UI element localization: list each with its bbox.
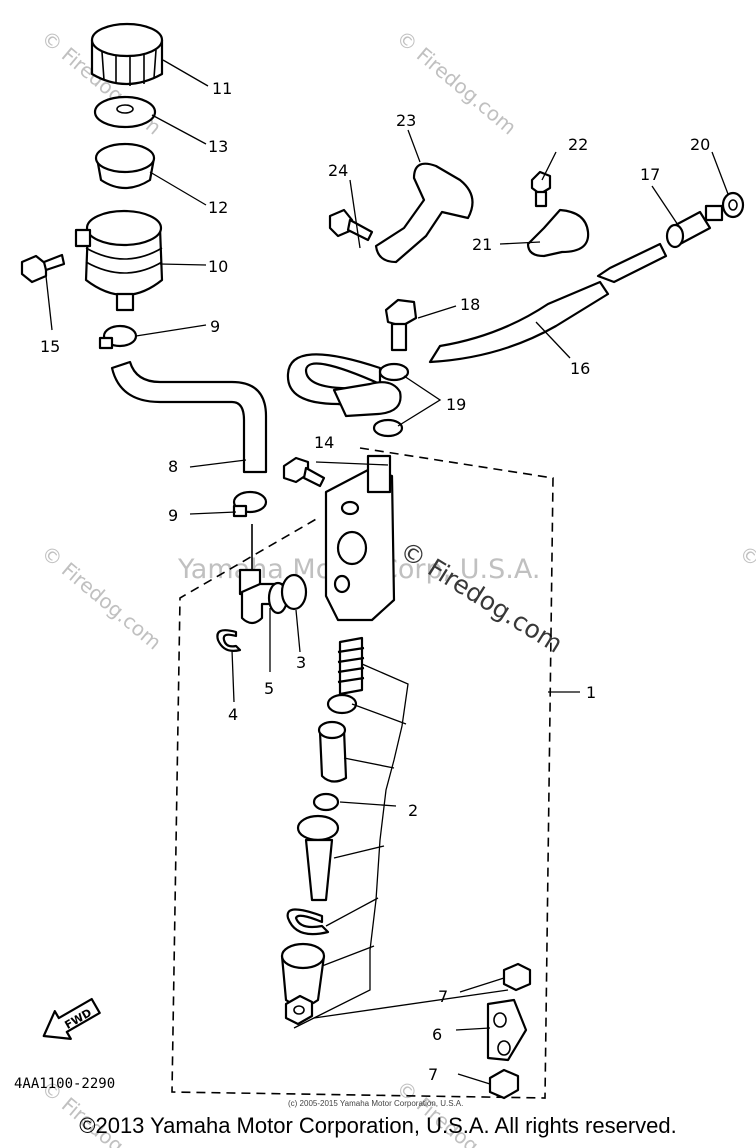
reservoir-tank (74, 209, 164, 312)
callout-2: 2 (408, 801, 418, 820)
callout-1: 1 (586, 683, 596, 702)
hose-guide (526, 208, 590, 258)
watermark-corner-mid-right: © Firedog.com (735, 540, 756, 654)
nut-7-lower (488, 1068, 520, 1100)
seal (312, 792, 340, 812)
callout-15: 15 (40, 337, 60, 356)
brake-hose (596, 242, 668, 284)
clevis (486, 998, 528, 1062)
bolt-24 (328, 208, 374, 242)
hose-clamp-upper (98, 324, 138, 350)
bracket (374, 162, 474, 264)
circlip-inner (286, 908, 330, 936)
leader-lines (45, 59, 729, 1085)
spring-seat (326, 693, 358, 715)
callout-19: 19 (446, 395, 466, 414)
fwd-arrow: FWD (42, 997, 101, 1040)
copper-washer-lower (372, 418, 404, 438)
callout-7b: 7 (428, 1065, 438, 1084)
spring (337, 636, 365, 696)
reservoir-cap (90, 22, 164, 86)
callout-4: 4 (228, 705, 238, 724)
small-notice: (c) 2005-2015 Yamaha Motor Corporation, … (288, 1099, 463, 1108)
callout-14: 14 (314, 433, 334, 452)
callout-5: 5 (264, 679, 274, 698)
hose-joint-17 (665, 204, 724, 249)
callout-21: 21 (472, 235, 492, 254)
nut-7-upper (502, 962, 532, 992)
o-ring (280, 573, 308, 611)
bolt-22 (530, 170, 552, 208)
watermarks: Yamaha Motor Corp, U.S.A. © Firedog.com … (37, 25, 756, 1148)
callout-6: 6 (432, 1025, 442, 1044)
reservoir-hose (110, 360, 268, 474)
master-cylinder-body (324, 454, 396, 622)
callout-11: 11 (212, 79, 232, 98)
copper-washer-upper (378, 362, 410, 382)
callout-22: 22 (568, 135, 588, 154)
bolt-14 (282, 456, 326, 488)
washer-20 (721, 191, 745, 219)
piston-cup (317, 720, 348, 783)
bolt-15 (20, 253, 66, 284)
callout-20: 20 (690, 135, 710, 154)
banjo-fitting (332, 381, 402, 418)
push-rod (296, 814, 340, 902)
copyright-notice: ©2013 Yamaha Motor Corporation, U.S.A. A… (79, 1113, 677, 1138)
callout-13: 13 (208, 137, 228, 156)
callout-24: 24 (328, 161, 348, 180)
callout-23: 23 (396, 111, 416, 130)
callouts: 11 13 12 10 15 9 8 9 5 3 4 14 24 23 21 2… (40, 79, 710, 1084)
nut (284, 994, 314, 1026)
union-bolt (384, 298, 418, 352)
brake-hose-body (428, 280, 610, 364)
callout-8: 8 (168, 457, 178, 476)
callout-12: 12 (208, 198, 228, 217)
callout-18: 18 (460, 295, 480, 314)
watermark-corner-mid-left: © Firedog.com (37, 540, 166, 654)
callout-17: 17 (640, 165, 660, 184)
callout-16: 16 (570, 359, 590, 378)
callout-7a: 7 (438, 987, 448, 1006)
diagram-code: 4AA1100-2290 (14, 1076, 115, 1092)
callout-10: 10 (208, 257, 228, 276)
callout-9b: 9 (168, 506, 178, 525)
diaphragm-plate (93, 95, 157, 129)
diaphragm (94, 142, 156, 190)
callout-3: 3 (296, 653, 306, 672)
hose-clamp-lower (232, 490, 268, 518)
circlip-4 (216, 629, 242, 652)
callout-9a: 9 (210, 317, 220, 336)
